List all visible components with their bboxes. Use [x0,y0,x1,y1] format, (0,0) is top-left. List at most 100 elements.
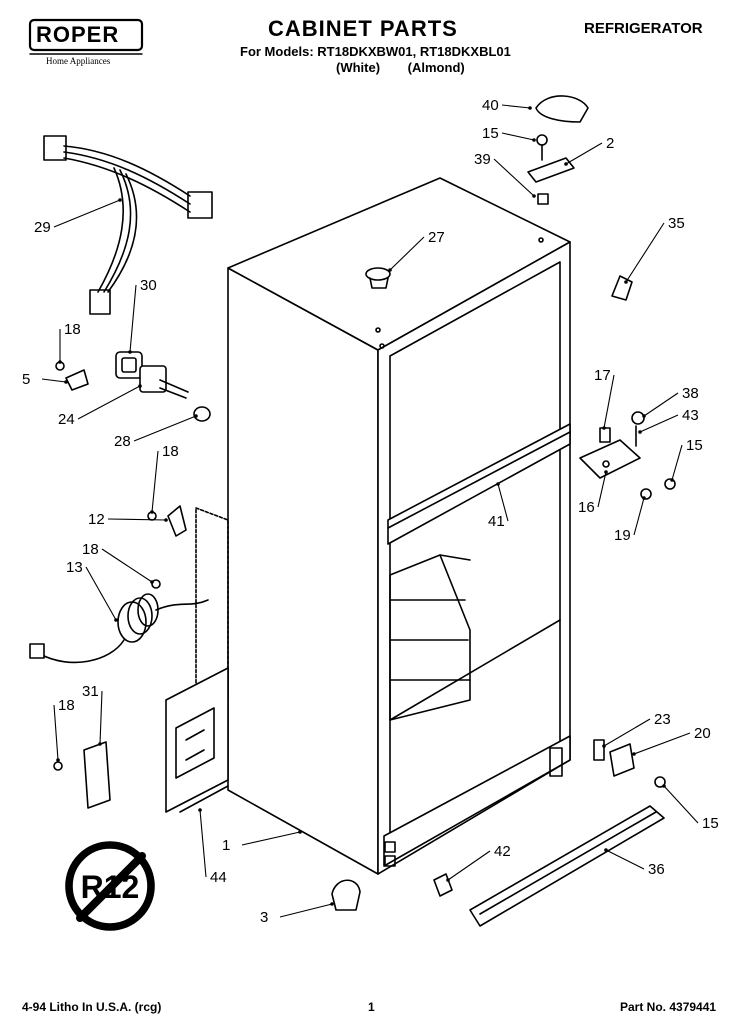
callout-label-p18a: 18 [64,321,81,338]
clip-part-42 [433,873,453,897]
leader-arrowhead-p28 [194,414,198,418]
screw-part-19 [640,488,652,500]
leader-line-p5 [41,378,67,383]
cabinet-part-1 [227,177,571,875]
callout-label-p18b: 18 [162,443,179,460]
part-number: Part No. 4379441 [620,1000,717,1014]
leader-arrowhead-p24 [138,384,142,388]
leader-arrowhead-p1 [298,830,302,834]
leader-arrowhead-p16 [604,470,608,474]
leader-line-p18d [53,704,59,761]
hinge-hole [375,327,381,333]
callout-label-p28: 28 [114,433,131,450]
leader-arrowhead-p13 [114,618,118,622]
leader-line-p16 [597,471,607,508]
screw-part-18-c [151,579,161,589]
plug-button-part-27 [365,267,391,289]
page-number: 1 [368,1000,375,1014]
leader-line-p42 [447,850,491,881]
models-line: For Models: RT18DKXBW01, RT18DKXBL01 [240,44,511,59]
leader-arrowhead-p29 [118,198,122,202]
leader-arrowhead-p20 [632,752,636,756]
color-almond: (Almond) [407,60,465,75]
leader-arrowhead-p30 [128,350,132,354]
brand-logo-frame [28,18,144,52]
leader-line-p40 [501,104,531,109]
callout-label-p42: 42 [494,843,511,860]
callout-label-p31: 31 [82,683,99,700]
side-backing-panel [195,507,229,701]
rear-bracket-part-44 [165,667,229,813]
callout-label-p39: 39 [474,151,491,168]
leader-line-p13 [85,566,117,621]
leader-line-p36 [605,849,645,870]
bottom-front-rail [383,735,571,867]
leader-line-p24 [77,385,141,420]
leader-line-p19 [633,497,645,536]
callout-label-p36: 36 [648,861,665,878]
callout-label-p16: 16 [578,499,595,516]
leader-arrowhead-p36 [604,848,608,852]
leader-arrowhead-p18d [56,758,60,762]
screw-part-18-d [53,761,63,771]
callout-label-p41: 41 [488,513,505,530]
callout-label-p15a: 15 [482,125,499,142]
leader-line-p43 [639,414,679,433]
leader-line-p23 [603,718,651,747]
callout-label-p5: 5 [22,371,30,388]
center-hinge-part-16 [579,439,641,479]
leader-line-p39 [493,158,535,197]
hinge-hole [538,237,544,243]
callout-label-p35: 35 [668,215,685,232]
leader-line-p15b [671,444,683,481]
callout-label-p29: 29 [34,219,51,236]
roller-part-3 [331,879,361,911]
sensor-part-24 [139,365,189,399]
leader-line-p31 [99,690,103,745]
leader-arrowhead-p43 [638,430,642,434]
print-info: 4-94 Litho In U.S.A. (rcg) [22,1000,162,1014]
r12-badge [65,841,155,931]
hinge-cover-part-40 [535,95,589,123]
leader-line-p15c [663,785,699,824]
callout-label-p18d: 18 [58,697,75,714]
bracket-part-17 [599,427,611,443]
leader-arrowhead-p18c [150,580,154,584]
callout-label-p17: 17 [594,367,611,384]
callout-label-p2: 2 [606,135,614,152]
leader-arrowhead-p31 [98,742,102,746]
leader-line-p2 [565,142,603,165]
leader-arrowhead-p18b [150,510,154,514]
leader-line-p38 [643,392,679,417]
leader-arrowhead-p27 [388,268,392,272]
leader-arrowhead-p18a [58,360,62,364]
callout-label-p30: 30 [140,277,157,294]
callout-label-p38: 38 [682,385,699,402]
leader-line-p29 [53,199,121,228]
divider-rail-part-41 [387,423,571,545]
wiring-harness-part-29 [43,135,213,315]
leader-line-p18b [151,450,159,513]
leader-arrowhead-p40 [528,106,532,110]
nut-part-28 [193,406,211,422]
callout-label-p23: 23 [654,711,671,728]
leader-line-p15a [501,132,535,141]
leader-arrowhead-p42 [446,878,450,882]
leader-arrowhead-p35 [624,280,628,284]
callout-labels: 4015239352729301852428181218131738431516… [22,97,719,926]
leader-line-p12 [107,518,167,521]
leader-arrowhead-p38 [642,414,646,418]
leader-line-p44 [199,809,207,878]
callout-label-p18c: 18 [82,541,99,558]
color-white: (White) [336,60,381,75]
callout-label-p13: 13 [66,559,83,576]
cover-part-31 [53,741,111,809]
leader-line-p30 [129,284,137,353]
washer-part-38 [631,411,645,425]
callout-label-p20: 20 [694,725,711,742]
leader-arrowhead-p2 [564,162,568,166]
power-cord-part-13 [29,579,209,664]
callout-label-p19: 19 [614,527,631,544]
callout-label-p24: 24 [58,411,75,428]
leader-arrowhead-p12 [164,518,168,522]
